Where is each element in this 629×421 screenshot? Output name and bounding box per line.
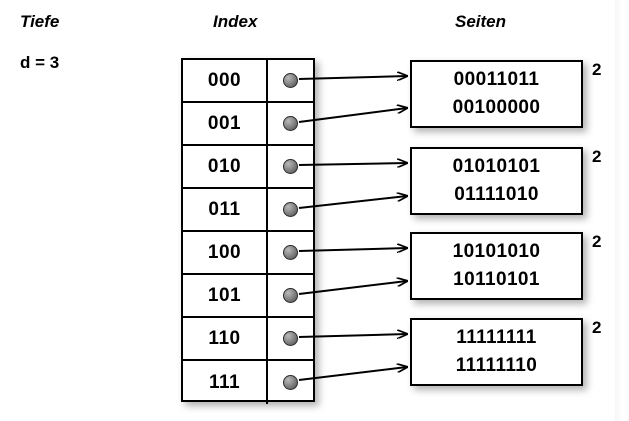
pointer-dot-icon [283,375,298,390]
index-key: 000 [183,60,268,101]
page-record: 10101010 [452,241,541,262]
pointer-arrow [298,248,407,251]
page-record: 01111010 [454,184,539,205]
page-box[interactable]: 01010101 01111010 [410,147,583,215]
index-key: 001 [183,103,268,144]
pointer-arrow [298,334,407,337]
pointer-arrow [298,367,407,381]
index-table: 000 001 010 011 100 [181,58,315,404]
column-heading-depth: Tiefe [20,12,60,31]
table-row[interactable]: 111 [183,361,313,404]
index-pointer-cell[interactable] [268,146,313,187]
column-heading-pages: Seiten [455,12,507,31]
page-count-label: 2 [592,60,602,79]
table-row[interactable]: 110 [183,318,313,361]
page-record: 11111111 [456,327,537,348]
page-box[interactable]: 10101010 10110101 [410,232,583,300]
pointer-arrow [298,76,407,79]
table-row[interactable]: 011 [183,189,313,232]
page-record: 00011011 [453,69,540,90]
index-key: 111 [183,361,268,404]
index-key: 011 [183,189,268,230]
pointer-arrow [298,163,407,165]
pointer-dot-icon [283,202,298,217]
index-pointer-cell[interactable] [268,103,313,144]
pointer-dot-icon [283,116,298,131]
index-key: 110 [183,318,268,359]
pointer-dot-icon [283,245,298,260]
index-pointer-cell[interactable] [268,232,313,273]
pointer-dot-icon [283,159,298,174]
pointer-dot-icon [283,331,298,346]
pointer-dot-icon [283,288,298,303]
index-pointer-cell[interactable] [268,361,313,404]
table-row[interactable]: 100 [183,232,313,275]
pointer-dot-icon [283,73,298,88]
table-row[interactable]: 010 [183,146,313,189]
index-pointer-cell[interactable] [268,275,313,316]
pointer-arrow [298,196,407,209]
page-box[interactable]: 11111111 11111110 [410,318,583,386]
pointer-arrow [298,108,407,123]
table-row[interactable]: 000 [183,60,313,103]
page-count-label: 2 [592,318,602,337]
index-pointer-cell[interactable] [268,318,313,359]
page-record: 00100000 [452,97,541,118]
index-key: 100 [183,232,268,273]
page-record: 10110101 [453,269,540,290]
depth-value: d = 3 [20,53,60,72]
index-pointer-cell[interactable] [268,189,313,230]
page-count-label: 2 [592,147,602,166]
table-row[interactable]: 001 [183,103,313,146]
table-row[interactable]: 101 [183,275,313,318]
pointer-arrow [298,281,407,295]
index-pointer-cell[interactable] [268,60,313,101]
page-record: 01010101 [452,156,541,177]
column-heading-index: Index [213,12,258,31]
page-count-label: 2 [592,232,602,251]
page-record: 11111110 [455,355,538,376]
index-key: 010 [183,146,268,187]
page-edge-shading [615,0,629,421]
index-key: 101 [183,275,268,316]
page-box[interactable]: 00011011 00100000 [410,60,583,128]
